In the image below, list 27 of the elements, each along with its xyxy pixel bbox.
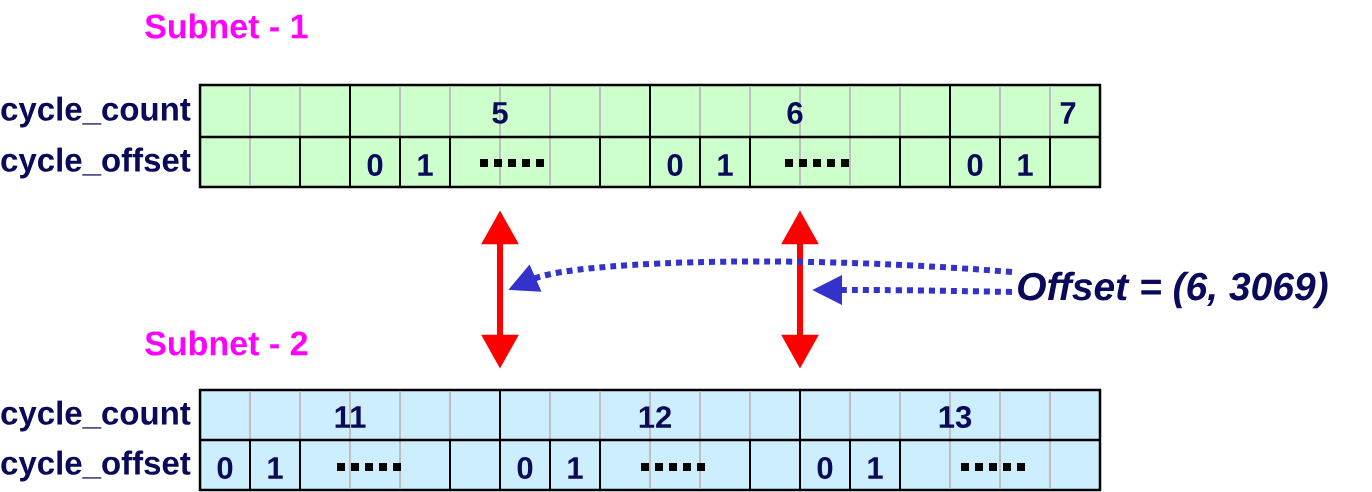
offset-number: 1: [268, 457, 283, 479]
offset-number: 0: [367, 154, 383, 176]
offset-number: 1: [568, 457, 583, 479]
offset-number: 0: [667, 154, 683, 176]
row-label: cycle_offset: [1, 147, 191, 179]
offset-number: 1: [868, 457, 883, 479]
row-label: cycle_count: [1, 96, 191, 128]
subnet-title: Subnet - 1: [145, 13, 308, 39]
offset-number: 0: [967, 154, 983, 176]
cycle-number: 13: [939, 406, 972, 428]
offset-number: 1: [1018, 154, 1033, 176]
cycle-number: 7: [1060, 102, 1076, 124]
offset-number: 0: [817, 457, 833, 479]
subnet-title: Subnet - 2: [145, 330, 308, 356]
cycle-number: 5: [492, 102, 508, 124]
offset-number: 1: [418, 154, 433, 176]
cycle-number: 12: [639, 406, 671, 428]
row-label: cycle_count: [1, 400, 191, 432]
timeline-bar: [198, 388, 1102, 492]
offset-number: 0: [217, 457, 233, 479]
timeline-bar: [198, 83, 1102, 189]
cycle-number: 11: [335, 406, 366, 428]
row-label: cycle_offset: [1, 450, 191, 482]
offset-number: 0: [517, 457, 533, 479]
offset-text: Offset = (6, 3069): [1018, 271, 1328, 309]
cycle-number: 6: [787, 102, 803, 124]
offset-number: 1: [718, 154, 733, 176]
